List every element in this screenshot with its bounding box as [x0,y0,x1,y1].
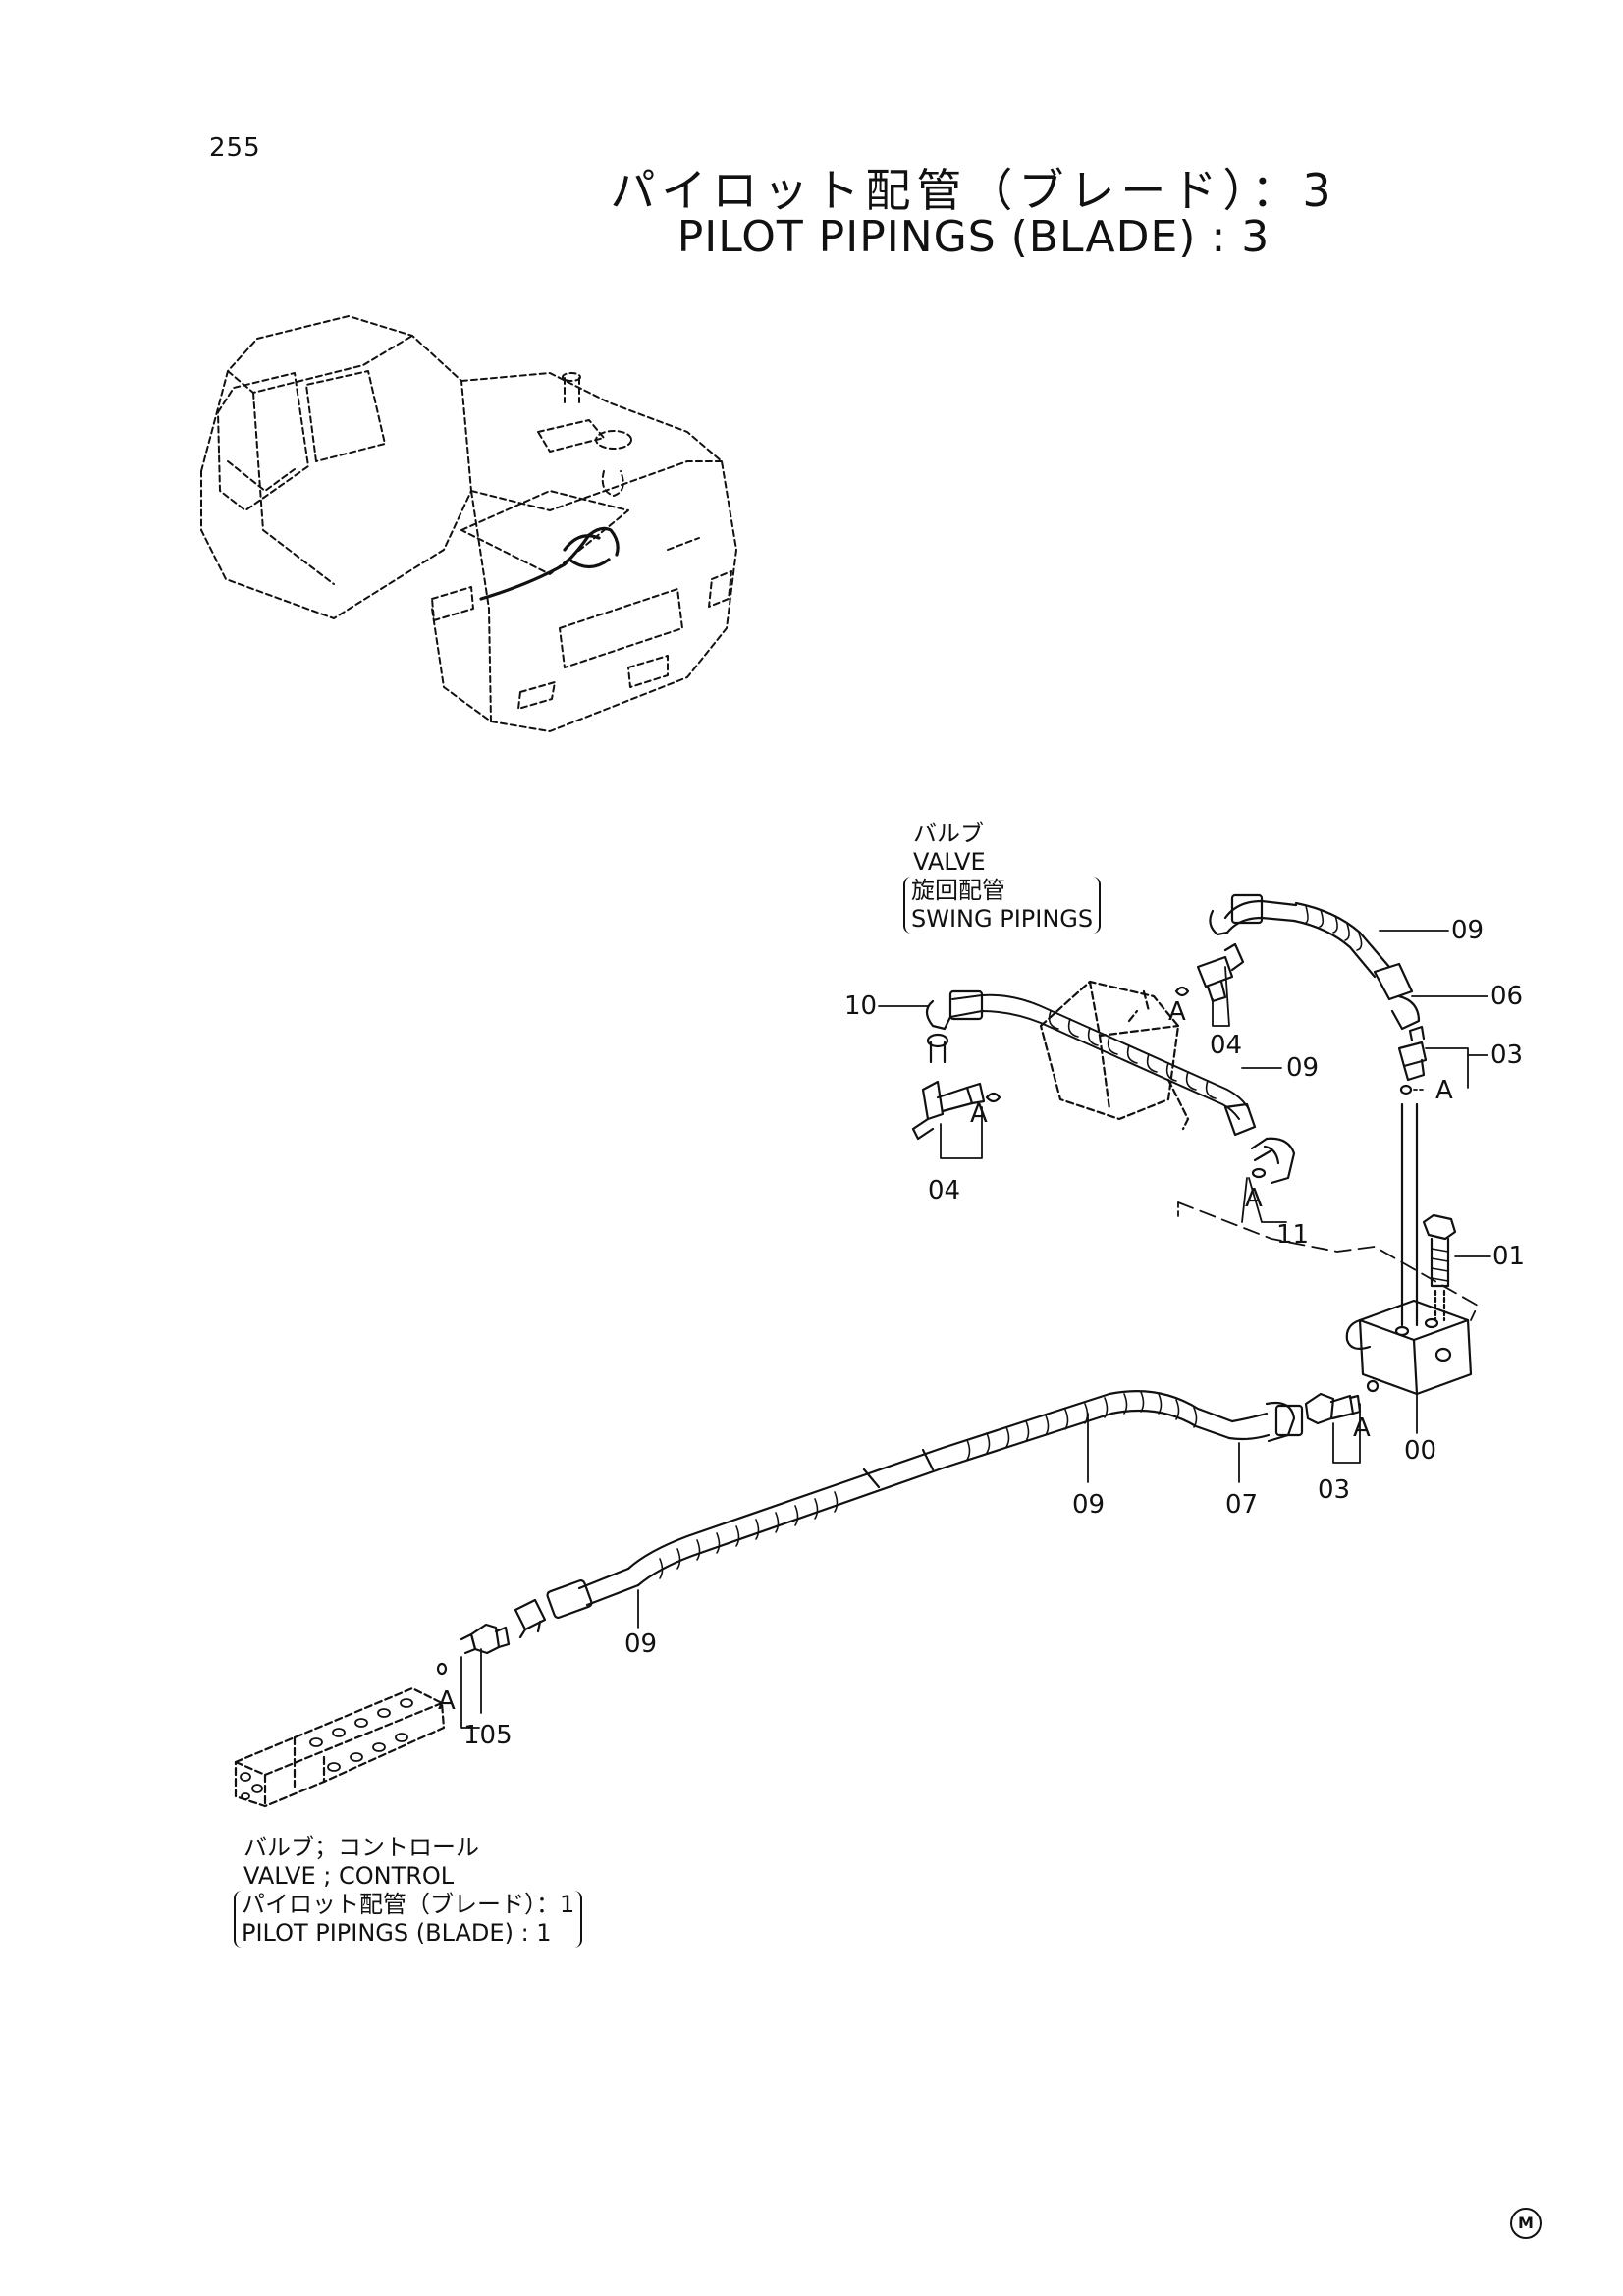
excavator-overview-illustration [200,315,737,732]
block-valve-00 [1345,1299,1473,1396]
callout-105: 105 [463,1721,513,1750]
elbow-fitting-11 [1250,1137,1296,1185]
pilot-tube-vertical [1400,1102,1419,1327]
callout-04: 04 [928,1176,961,1205]
callout-09: 09 [624,1629,658,1659]
hose-09-long [514,1390,1304,1639]
callout-01: 01 [1492,1242,1526,1271]
note-swing-valve: バルブ VALVE 旋回配管 SWING PIPINGS [903,820,1102,934]
detail-a-marker: A [1168,997,1186,1027]
fitting-03-upper [1397,1025,1428,1095]
manufacturer-mark: M [1510,2208,1542,2239]
control-valve-ports [240,1698,413,1800]
overview-highlighted-piping [479,526,620,601]
callout-09: 09 [1072,1490,1106,1520]
tee-fitting-04-right [1174,942,1245,1003]
note-swing-valve-name-en: VALVE [913,848,986,876]
page-title-english: PILOT PIPINGS (BLADE) : 3 [676,212,1271,262]
note-control-valve-reference-ja: パイロット配管（ブレード）：1 [242,1891,575,1918]
note-control-valve-name-ja: バルブ；コントロール [243,1834,479,1861]
callout-leader-lines [460,930,1491,1729]
callout-03: 03 [1490,1041,1524,1070]
callout-09: 09 [1286,1053,1320,1083]
detail-a-marker: A [970,1099,988,1129]
bolt-01 [1422,1213,1457,1322]
note-control-valve-reference-en: PILOT PIPINGS (BLADE) : 1 [242,1919,552,1947]
note-swing-valve-reference: 旋回配管 SWING PIPINGS [903,877,1102,934]
fitting-03-lower [1304,1379,1380,1425]
note-control-valve-name-en: VALVE ; CONTROL [243,1862,455,1890]
note-control-valve: バルブ；コントロール VALVE ; CONTROL パイロット配管（ブレード）… [234,1834,583,1948]
page-title-japanese: パイロット配管（ブレード）：3 [610,164,1337,217]
hose-09-right-loop [1209,893,1421,1031]
tee-fitting-04-left [911,1080,1001,1141]
page-number: 255 [209,133,261,163]
callout-09: 09 [1451,916,1485,945]
swing-valve-body [1039,980,1190,1131]
note-swing-valve-reference-ja: 旋回配管 [911,877,1005,904]
note-control-valve-reference: パイロット配管（ブレード）：1 PILOT PIPINGS (BLADE) : … [234,1891,583,1948]
note-swing-valve-name-ja: バルブ [913,820,984,847]
detail-a-marker: A [1435,1076,1453,1105]
callout-07: 07 [1225,1490,1259,1520]
callout-04: 04 [1210,1031,1243,1060]
callout-03: 03 [1318,1475,1351,1505]
detail-a-marker: A [1245,1184,1263,1213]
hose-09-upper [925,989,1257,1137]
note-swing-valve-reference-en: SWING PIPINGS [911,905,1094,933]
detail-a-marker: A [438,1686,456,1716]
fitting-105 [436,1623,511,1676]
callout-00: 00 [1404,1436,1437,1466]
detail-a-marker: A [1353,1414,1371,1443]
callout-10: 10 [844,991,878,1021]
control-valve-body [234,1686,446,1808]
callout-11: 11 [1276,1220,1310,1250]
callout-06: 06 [1490,982,1524,1011]
